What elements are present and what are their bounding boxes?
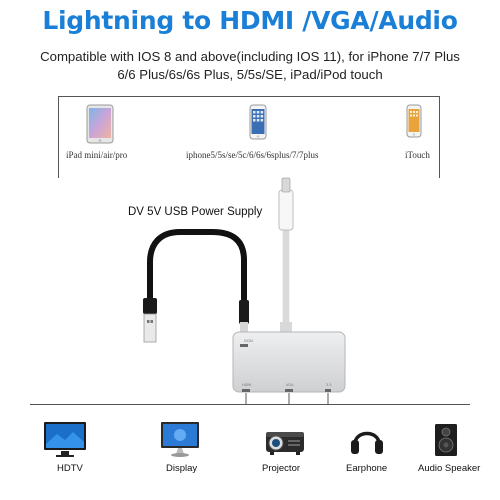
- device-label-iphone: iphone5/5s/se/5c/6/6s/6splus/7/7plus: [186, 150, 319, 160]
- hdtv-icon: [43, 420, 87, 464]
- projector-icon: [264, 420, 306, 464]
- output-label-audio-speaker: Audio Speaker: [418, 463, 481, 474]
- output-label-display: Display: [166, 463, 198, 474]
- compatibility-line-2: 6/6 Plus/6s/6s Plus, 5/5s/SE, iPad/iPod …: [117, 67, 383, 82]
- port-text-dcin: DCIN: [244, 339, 253, 343]
- speaker-icon: [433, 420, 459, 464]
- output-label-earphone: Earphone: [346, 463, 388, 474]
- power-supply-label: DV 5V USB Power Supply: [128, 206, 263, 218]
- outputs-bracket: [30, 404, 470, 420]
- monitor-icon: [160, 420, 200, 464]
- ipod-touch-icon: [406, 104, 422, 142]
- lightning-connector-housing: [278, 189, 294, 231]
- device-label-ipod: iTouch: [405, 150, 430, 160]
- usb-plug-housing: [143, 298, 157, 314]
- iphone-icon: [249, 104, 267, 144]
- compatibility-line-1: Compatible with IOS 8 and above(includin…: [40, 49, 460, 64]
- device-label-ipad: iPad mini/air/pro: [66, 150, 128, 160]
- lightning-connector-tip: [281, 177, 291, 193]
- port-text-vga: VGA: [286, 383, 294, 387]
- output-label-projector: Projector: [262, 463, 301, 474]
- output-label-hdtv: HDTV: [57, 463, 83, 474]
- page-title: Lightning to HDMI /VGA/Audio: [42, 6, 458, 35]
- headphones-icon: [350, 420, 384, 464]
- ipad-icon: [86, 104, 114, 148]
- usb-plug-connector: [143, 313, 157, 343]
- devices-bracket: [58, 96, 440, 178]
- compatibility-text: Compatible with IOS 8 and above(includin…: [0, 48, 500, 84]
- port-text-audio: 3.5: [326, 383, 332, 387]
- port-text-hdmi: HDMI: [242, 383, 251, 387]
